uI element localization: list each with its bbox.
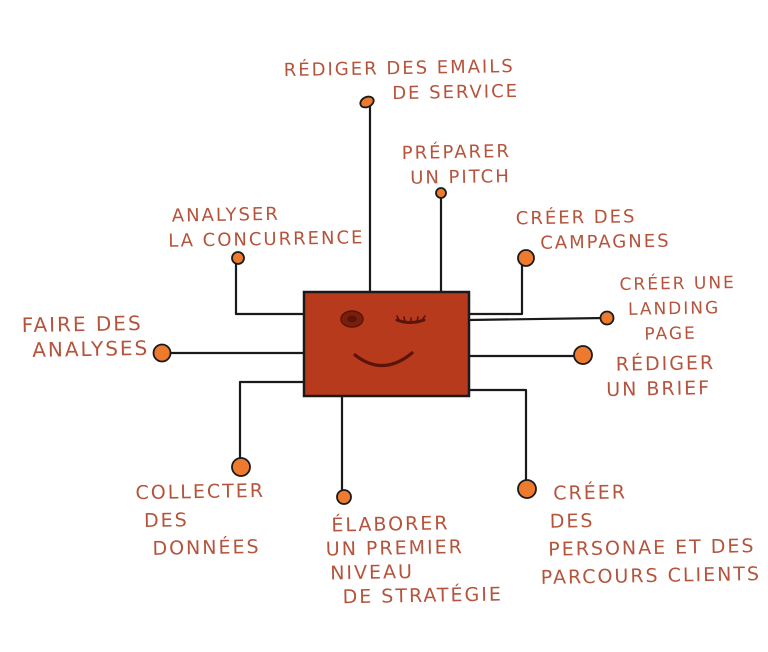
node-pitch [435, 187, 447, 199]
label-personas: Créer des personae et des parcours clien… [539, 476, 762, 592]
node-analyses [152, 343, 172, 363]
chip-body [302, 290, 471, 398]
label-strategie-line-1: Élaborer [331, 512, 450, 537]
node-strategie [336, 489, 352, 505]
label-analyses-line-2: analyses [32, 335, 150, 362]
label-personas-line-2: des [549, 509, 595, 533]
label-analyses: Faire des analyses [22, 311, 150, 363]
label-landing: Créer une landing page [619, 271, 737, 348]
smile [353, 351, 414, 368]
label-collecter-line-2: des [143, 509, 189, 532]
wire-collecter [238, 380, 306, 468]
node-collecter [231, 457, 251, 477]
label-strategie-line-3: niveau [330, 561, 415, 585]
node-concurrence [231, 251, 245, 265]
label-concurrence-line-2: la concurrence [168, 227, 365, 252]
node-brief [573, 345, 593, 365]
label-personas-line-3: personae et des [548, 535, 756, 561]
label-strategie-line-4: de stratégie [342, 583, 504, 609]
chip-face [340, 310, 426, 368]
label-campagnes-line-2: campagnes [540, 230, 671, 254]
label-collecter-line-3: données [152, 535, 261, 560]
label-campagnes: Créer des campagnes [516, 204, 671, 257]
label-landing-line-2: landing [627, 298, 721, 320]
wire-landing [467, 316, 607, 322]
label-brief-line-1: Rédiger [615, 352, 716, 376]
label-strategie: Élaborer un premier niveau de stratégie [325, 510, 503, 609]
label-emails: Rédiger des emails de service [284, 54, 520, 108]
label-collecter-line-1: Collecter [135, 479, 266, 505]
label-brief-line-2: un brief [606, 377, 712, 401]
node-campagnes [517, 249, 535, 267]
label-collecter: Collecter des données [135, 477, 266, 563]
label-brief: Rédiger un brief [606, 351, 716, 403]
label-concurrence: Analyser la concurrence [168, 200, 365, 253]
label-landing-line-1: Créer une [619, 272, 737, 296]
node-personas [517, 479, 537, 499]
node-landing [599, 310, 615, 326]
label-personas-line-4: parcours clients [540, 563, 762, 589]
label-concurrence-line-1: Analyser [171, 203, 280, 227]
wire-campagnes [467, 258, 524, 316]
label-analyses-line-1: Faire des [21, 311, 143, 338]
label-personas-line-1: Créer [553, 481, 628, 505]
label-pitch-line-2: un pitch [410, 166, 511, 189]
wire-concurrence [234, 257, 306, 316]
label-pitch-line-1: Préparer [401, 141, 512, 164]
label-landing-line-3: page [644, 323, 698, 345]
label-pitch: Préparer un pitch [402, 139, 512, 191]
label-campagnes-line-1: Créer des [515, 206, 637, 230]
wire-personas [467, 388, 528, 490]
label-emails-line-2: de service [392, 80, 520, 105]
label-strategie-line-2: un premier [325, 536, 465, 561]
node-emails [359, 95, 375, 109]
